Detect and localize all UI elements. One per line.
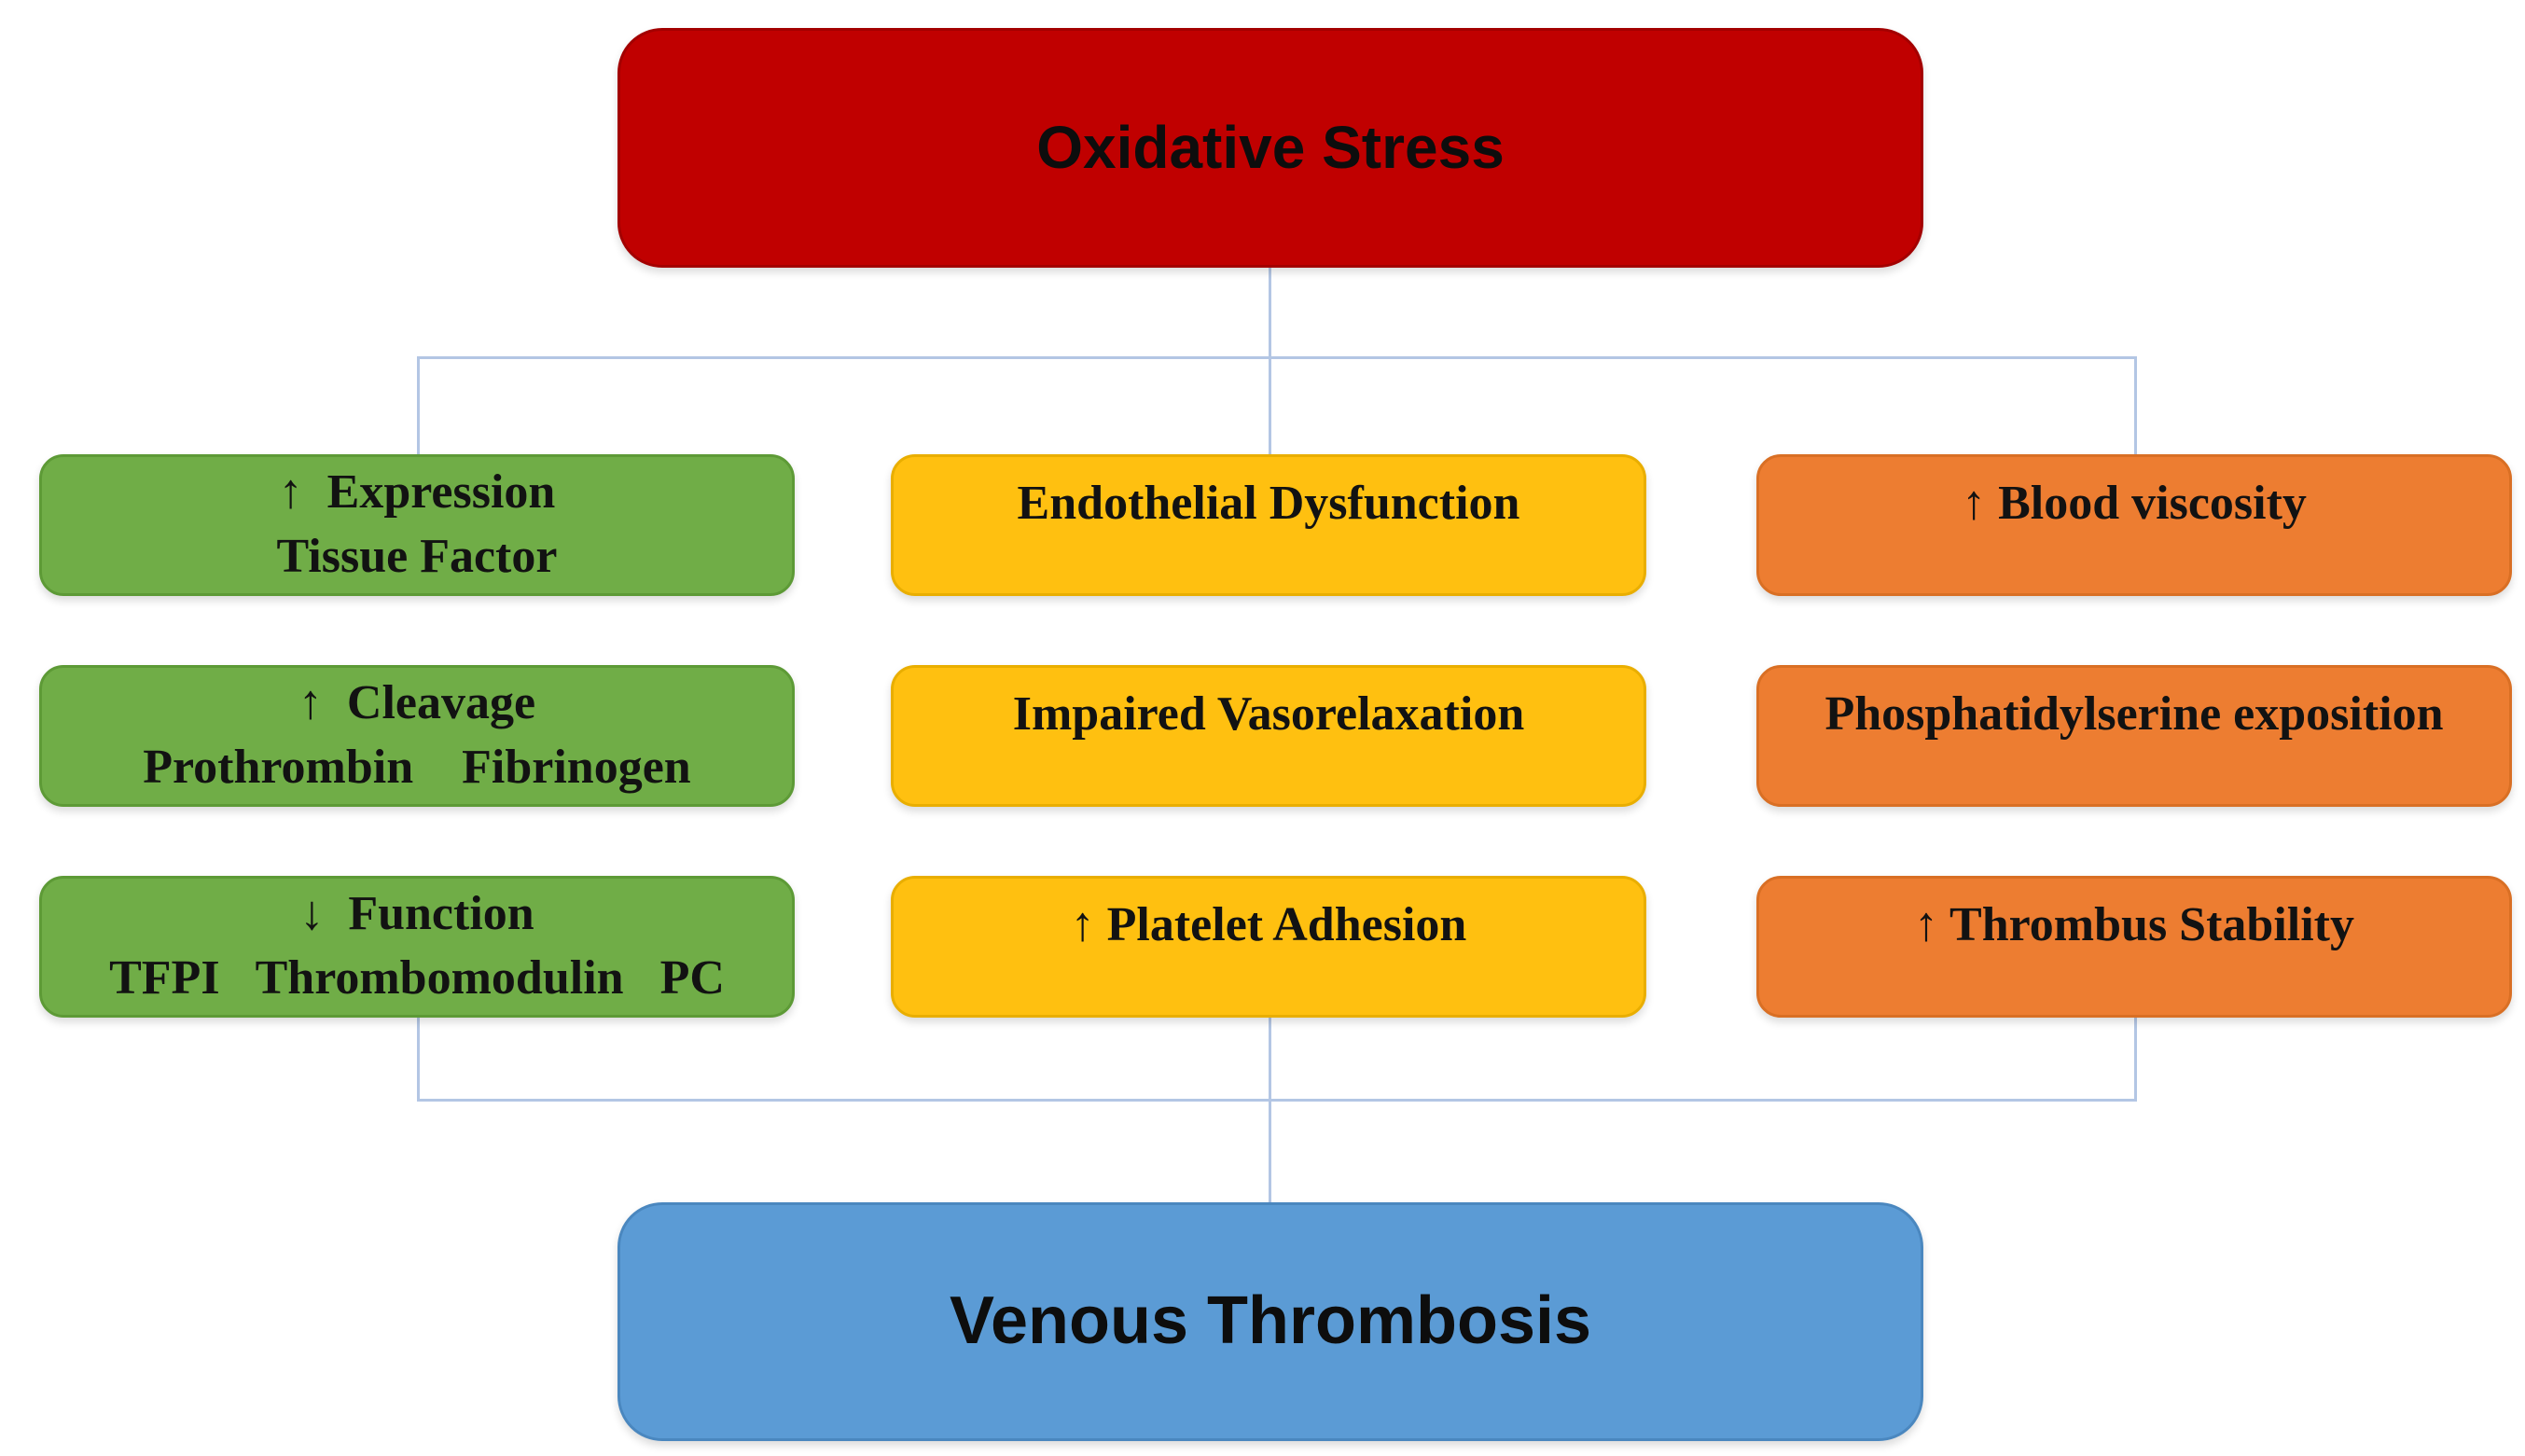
node-thrombus-stability: ↑ Thrombus Stability bbox=[1756, 876, 2512, 1018]
node-label: ↑ Thrombus Stability bbox=[1913, 898, 2354, 951]
connector-top-horizontal bbox=[417, 356, 2137, 359]
node-cleavage-prothrombin-fibrinogen: ↑ Cleavage Prothrombin Fibrinogen bbox=[39, 665, 795, 807]
connector-source-to-hub bbox=[1269, 268, 1271, 454]
connector-bottom-horizontal bbox=[417, 1099, 2137, 1102]
node-label: Prothrombin Fibrinogen bbox=[143, 741, 691, 794]
node-phosphatidylserine-exposition: Phosphatidylserine exposition bbox=[1756, 665, 2512, 807]
node-blood-viscosity: ↑ Blood viscosity bbox=[1756, 454, 2512, 596]
node-function-tfpi-thrombomodulin-pc: ↓ Function TFPI Thrombomodulin PC bbox=[39, 876, 795, 1018]
connector-bottom-left-rise bbox=[417, 1018, 420, 1102]
node-impaired-vasorelaxation: Impaired Vasorelaxation bbox=[891, 665, 1646, 807]
node-label: ↑ Blood viscosity bbox=[1962, 477, 2307, 530]
node-label: Endothelial Dysfunction bbox=[1017, 477, 1520, 530]
node-label: ↑ Cleavage bbox=[298, 676, 536, 730]
node-venous-thrombosis: Venous Thrombosis bbox=[617, 1202, 1923, 1441]
node-label: Venous Thrombosis bbox=[949, 1283, 1592, 1359]
connector-bottom-right-rise bbox=[2134, 1018, 2137, 1102]
node-label: ↑ Expression bbox=[278, 465, 556, 520]
node-label: Tissue Factor bbox=[276, 530, 558, 583]
node-oxidative-stress: Oxidative Stress bbox=[617, 28, 1923, 268]
connector-top-right-drop bbox=[2134, 356, 2137, 455]
node-label: Impaired Vasorelaxation bbox=[1012, 687, 1525, 741]
node-label: ↓ Function bbox=[299, 887, 534, 941]
connector-hub-to-outcome bbox=[1269, 1018, 1271, 1203]
node-label: Phosphatidylserine exposition bbox=[1824, 687, 2444, 741]
node-label: TFPI Thrombomodulin PC bbox=[109, 951, 725, 1005]
node-expression-tissue-factor: ↑ Expression Tissue Factor bbox=[39, 454, 795, 596]
node-label: Oxidative Stress bbox=[1036, 114, 1505, 182]
node-label: ↑ Platelet Adhesion bbox=[1070, 898, 1467, 951]
connector-top-left-drop bbox=[417, 356, 420, 455]
node-platelet-adhesion: ↑ Platelet Adhesion bbox=[891, 876, 1646, 1018]
node-endothelial-dysfunction: Endothelial Dysfunction bbox=[891, 454, 1646, 596]
